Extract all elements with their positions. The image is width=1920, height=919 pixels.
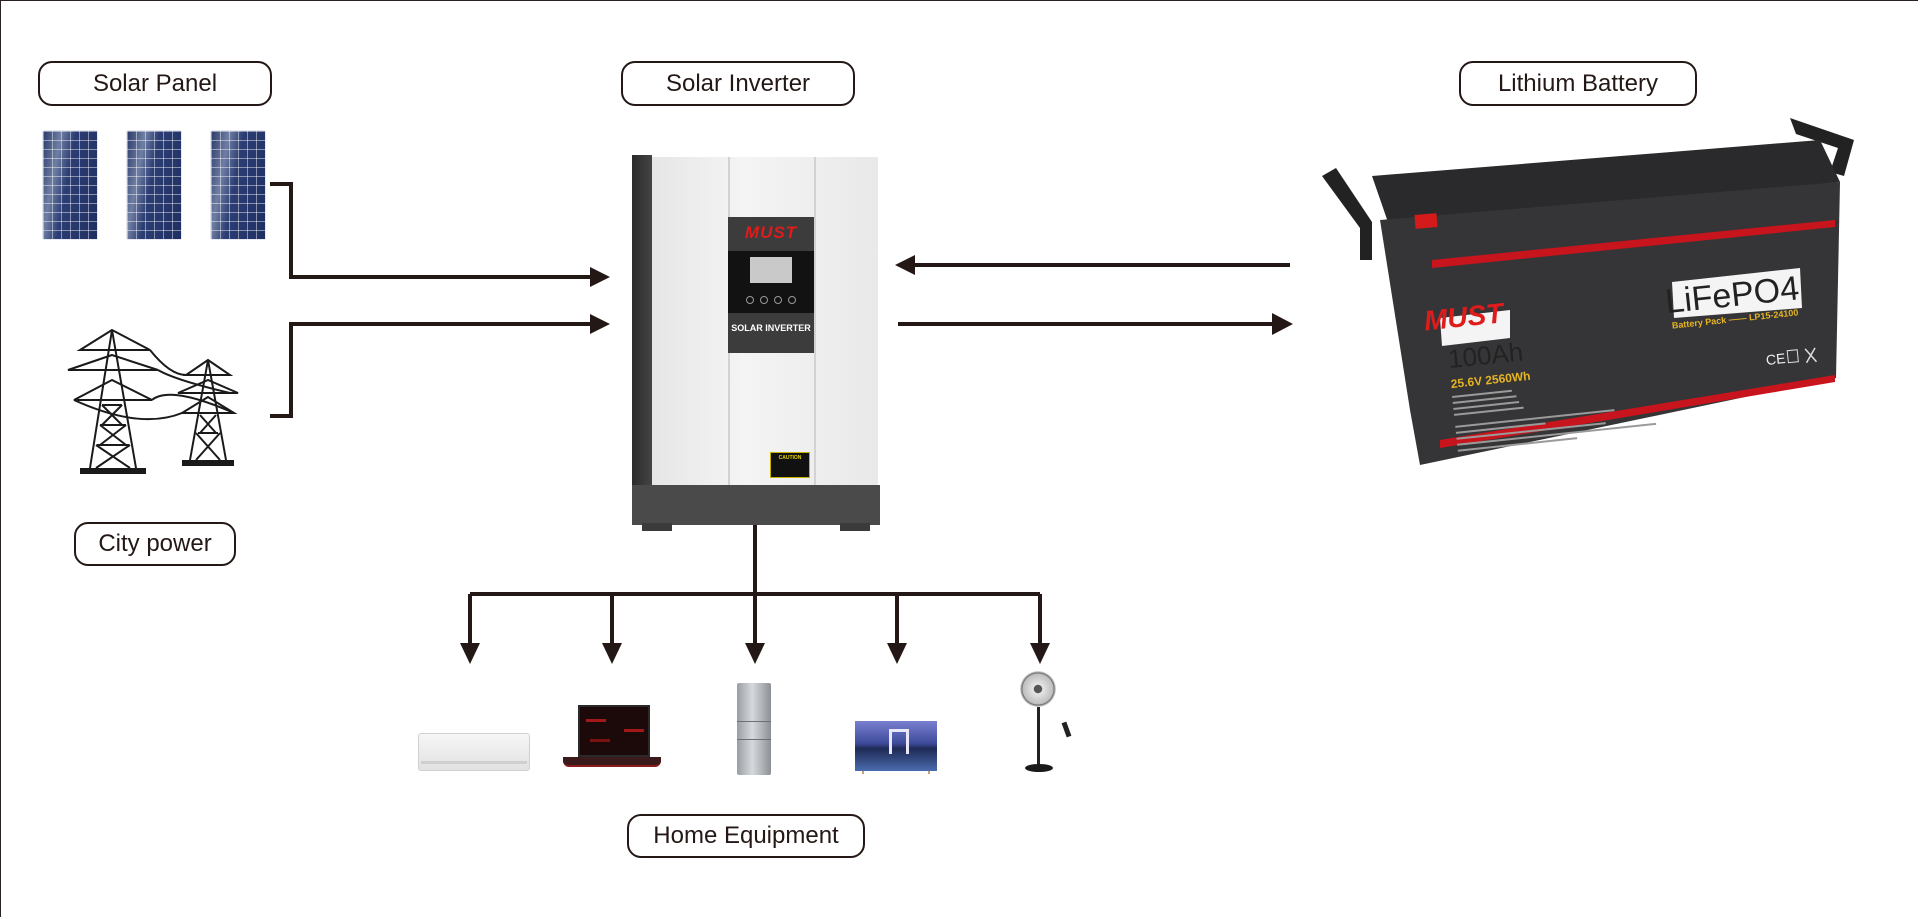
solar-panel-icon bbox=[43, 131, 97, 239]
arrowhead-refrigerator bbox=[745, 643, 765, 664]
weee-bin-icon bbox=[1804, 347, 1818, 364]
inverter-foot bbox=[642, 523, 672, 531]
arrowhead-battery-to-inverter bbox=[895, 255, 915, 275]
arrowhead-air-conditioner bbox=[460, 643, 480, 664]
inverter-button bbox=[760, 296, 768, 304]
home-equipment-label: Home Equipment bbox=[627, 814, 865, 858]
capacity-plate bbox=[1440, 310, 1510, 346]
lithium-battery-label: Lithium Battery bbox=[1459, 61, 1697, 106]
tv-stand bbox=[862, 771, 930, 774]
refrigerator-icon bbox=[737, 683, 771, 775]
arrowhead-solar-to-inverter bbox=[590, 267, 610, 287]
inverter-face-text: SOLAR INVERTER bbox=[731, 323, 811, 333]
arrowhead-city-to-inverter bbox=[590, 314, 610, 334]
inverter-panel-seam bbox=[814, 157, 816, 487]
inverter-side-panel bbox=[632, 155, 652, 490]
laptop-icon bbox=[578, 705, 650, 757]
fan-icon bbox=[1020, 671, 1056, 707]
inverter-foot bbox=[840, 523, 870, 531]
solar-panel-icon bbox=[211, 131, 265, 239]
laptop-base bbox=[563, 757, 661, 767]
ce-mark-icon: CE bbox=[1765, 350, 1786, 368]
inverter-button bbox=[746, 296, 754, 304]
inverter-base bbox=[632, 485, 880, 525]
arrowhead-laptop bbox=[602, 643, 622, 664]
inverter-control-area bbox=[728, 251, 814, 313]
battery-handle-right bbox=[1790, 118, 1854, 176]
arrowhead-inverter-to-battery bbox=[1272, 313, 1293, 335]
tv-icon bbox=[855, 721, 937, 771]
edge-solar-to-inverter bbox=[270, 182, 592, 279]
caution-text: CAUTION bbox=[778, 455, 802, 461]
fan-pole bbox=[1037, 707, 1040, 767]
solar-inverter-label: Solar Inverter bbox=[621, 61, 855, 106]
city-power-label: City power bbox=[74, 522, 236, 566]
power-tower-icon bbox=[67, 328, 239, 474]
arrowhead-fan bbox=[1030, 643, 1050, 664]
inverter-display-panel: MUST SOLAR INVERTER bbox=[728, 217, 814, 353]
inverter-button bbox=[788, 296, 796, 304]
solar-panel-icon bbox=[127, 131, 181, 239]
chemistry-plate bbox=[1672, 268, 1802, 318]
battery-red-stripe bbox=[1432, 220, 1835, 268]
battery-terminal bbox=[1414, 213, 1438, 229]
lithium-battery-device: MUST 100Ah 25.6V 2560Wh LiFePO4 Battery … bbox=[1322, 118, 1854, 465]
battery-top bbox=[1372, 140, 1840, 228]
battery-spec-text-lines bbox=[1452, 389, 1657, 452]
fan-base bbox=[1025, 764, 1053, 772]
inverter-button bbox=[774, 296, 782, 304]
arrowhead-tv bbox=[887, 643, 907, 664]
inverter-lcd-screen bbox=[750, 257, 792, 283]
air-conditioner-icon bbox=[418, 733, 530, 771]
recycling-icon bbox=[1786, 349, 1799, 364]
solar-panel-label: Solar Panel bbox=[38, 61, 272, 106]
caution-sticker: CAUTION bbox=[770, 452, 810, 478]
edge-city-to-inverter bbox=[270, 322, 592, 418]
solar-inverter-device: MUST SOLAR INVERTER CAUTION bbox=[632, 155, 880, 531]
battery-handle-left bbox=[1322, 168, 1372, 260]
inverter-brand-logo: MUST bbox=[744, 223, 798, 242]
